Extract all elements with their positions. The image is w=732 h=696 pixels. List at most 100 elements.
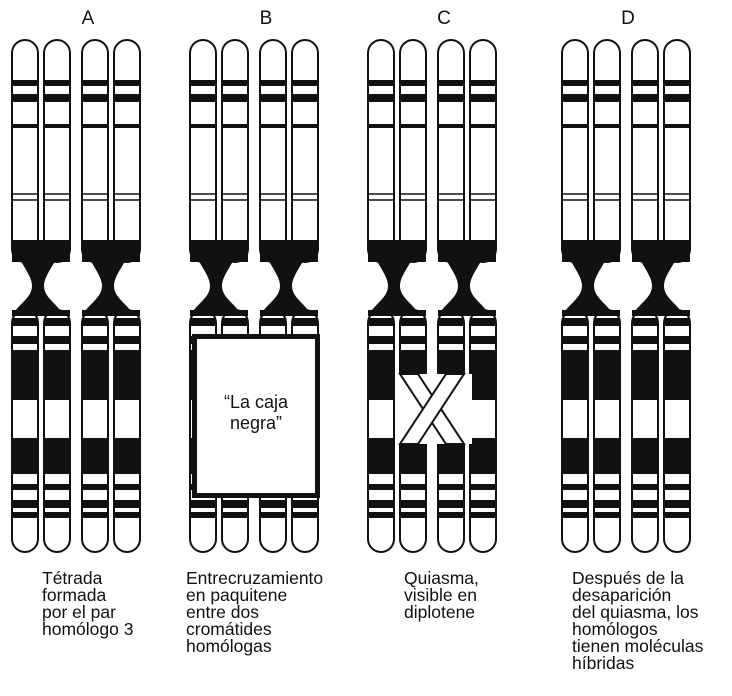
panel-b-caption: Entrecruzamiento en paquitene entre dos … xyxy=(186,570,323,655)
chromatid-band xyxy=(594,500,620,508)
chromatid-band xyxy=(114,438,140,474)
chromatid-band xyxy=(470,512,496,518)
chromatid-band xyxy=(82,124,108,128)
chromatid-band xyxy=(368,438,394,474)
chromatid-band xyxy=(594,80,620,86)
panel-d-caption: Después de la desaparición del quiasma, … xyxy=(572,570,703,672)
chromatid-band xyxy=(632,318,658,326)
chromatid-band xyxy=(12,318,38,326)
chromatid-band xyxy=(12,512,38,518)
chromatid-band xyxy=(260,318,286,326)
chromatid-band xyxy=(292,500,318,508)
chromatid-band xyxy=(292,512,318,518)
chromatid-band xyxy=(12,350,38,400)
chromatid-band xyxy=(222,512,248,518)
chromatid-upper-arm-1 xyxy=(190,40,216,262)
chromatid-band xyxy=(190,94,216,102)
chromatid-band xyxy=(44,124,70,128)
chromatid-band xyxy=(438,512,464,518)
chromatid-band xyxy=(44,336,70,344)
chromatid-band xyxy=(470,500,496,508)
chromatid-upper-arm-3 xyxy=(632,40,658,262)
chromatid-band xyxy=(368,484,394,490)
panel-b-letter: B xyxy=(246,8,286,30)
chromatid-upper-arm-4 xyxy=(114,40,140,262)
chromatid-band xyxy=(438,500,464,508)
chromatid-band xyxy=(562,124,588,128)
chromatid-band xyxy=(632,124,658,128)
chromatid-band xyxy=(292,318,318,326)
chromatid-band xyxy=(44,438,70,474)
chromatid-upper-arm-1 xyxy=(368,40,394,262)
chromatid-upper-arm-2 xyxy=(594,40,620,262)
chromatid-band xyxy=(82,94,108,102)
chromatid-band xyxy=(664,438,690,474)
chromatid-band xyxy=(44,318,70,326)
chromatid-band xyxy=(562,94,588,102)
chromatid-band xyxy=(114,94,140,102)
chromatid-band xyxy=(562,438,588,474)
chromatid-band xyxy=(400,484,426,490)
chromatid-band xyxy=(594,124,620,128)
tetrad-panel-a xyxy=(12,40,140,552)
chromatid-band xyxy=(400,94,426,102)
chromatid-band xyxy=(470,336,496,344)
chromatid-band xyxy=(594,512,620,518)
chromatid-band xyxy=(664,512,690,518)
chromatid-band xyxy=(562,336,588,344)
chromatid-band xyxy=(438,336,464,344)
chromatid-band xyxy=(470,318,496,326)
chromatid-band xyxy=(292,80,318,86)
chromatid-upper-arm-3 xyxy=(260,40,286,262)
chromatid-upper-arm-2 xyxy=(400,40,426,262)
chromatid-band xyxy=(632,500,658,508)
chromatid-band xyxy=(562,500,588,508)
chromatid-upper-arm-4 xyxy=(292,40,318,262)
chromatid-band xyxy=(222,124,248,128)
chromatid-band xyxy=(438,94,464,102)
chromatid-band xyxy=(82,512,108,518)
centromere xyxy=(438,240,490,316)
chromatid-band xyxy=(470,484,496,490)
chromatid-band xyxy=(292,94,318,102)
chromatid-band xyxy=(114,350,140,400)
chromatid-band xyxy=(114,512,140,518)
chromatid-band xyxy=(114,80,140,86)
centromere xyxy=(190,240,242,316)
chromatid-band xyxy=(190,512,216,518)
chromatid-band xyxy=(44,484,70,490)
tetrad-panel-c xyxy=(368,40,496,552)
chromatid-band xyxy=(12,80,38,86)
chromatid-band xyxy=(562,80,588,86)
chromatid-band xyxy=(562,512,588,518)
chromatid-upper-arm-1 xyxy=(12,40,38,262)
panel-d-letter: D xyxy=(608,8,648,30)
centromere xyxy=(260,240,312,316)
chromatid-upper-arm-3 xyxy=(438,40,464,262)
chromatid-band xyxy=(82,500,108,508)
chromatid-band xyxy=(114,500,140,508)
chromatid-band xyxy=(594,438,620,474)
chromatid-band xyxy=(632,512,658,518)
chromatid-band xyxy=(470,350,496,400)
centromere xyxy=(12,240,64,316)
chromatid-band xyxy=(368,80,394,86)
chromatid-band xyxy=(470,438,496,474)
chromatid-band xyxy=(222,318,248,326)
chromatid-upper-arm-2 xyxy=(44,40,70,262)
chromatid-upper-arm-3 xyxy=(82,40,108,262)
chromatid-band xyxy=(44,80,70,86)
chromatid-band xyxy=(44,94,70,102)
chromatid-band xyxy=(470,80,496,86)
chromatid-band xyxy=(12,500,38,508)
chromatid-band xyxy=(260,80,286,86)
chromatid-band xyxy=(260,512,286,518)
centromere xyxy=(632,240,684,316)
chromatid-band xyxy=(260,124,286,128)
chromatid-upper-arm-4 xyxy=(664,40,690,262)
chromatid-band xyxy=(400,336,426,344)
panel-c-caption: Quiasma, visible en diplotene xyxy=(404,570,479,621)
chromatid-band xyxy=(82,336,108,344)
chromatid-upper-arm-2 xyxy=(222,40,248,262)
panel-a-caption: Tétrada formada por el par homólogo 3 xyxy=(42,570,133,638)
